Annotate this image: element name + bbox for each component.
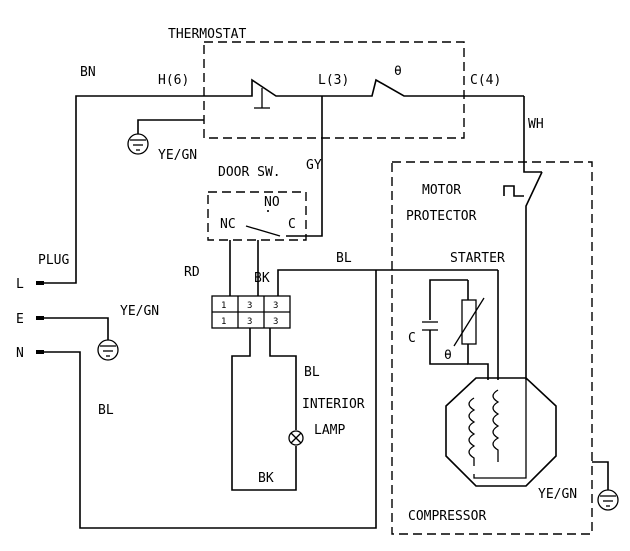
bk-top-label: BK — [254, 271, 270, 286]
starter-top-wire — [429, 279, 468, 320]
starter-bottom-wire — [467, 344, 489, 380]
nc-label: NC — [220, 217, 236, 232]
thermostat-label: THERMOSTAT — [168, 27, 246, 42]
plug-pin-l — [36, 281, 44, 285]
ptc-diagonal — [453, 297, 485, 347]
terminal-cell: 3 — [273, 301, 278, 311]
starter-theta-label: θ — [444, 348, 452, 363]
l3-label: L(3) — [318, 73, 349, 88]
plug-pin-e — [36, 316, 44, 320]
ptc-starter — [461, 299, 477, 345]
compressor-motor — [445, 377, 557, 487]
motor-protector-symbol — [503, 185, 524, 197]
no-label: NO — [264, 195, 280, 210]
compressor-label: COMPRESSOR — [408, 509, 486, 524]
door-switch-contact — [245, 225, 281, 237]
terminal-cell: 3 — [273, 317, 278, 327]
neutral-wire — [44, 270, 377, 529]
wh-label: WH — [528, 117, 544, 132]
capacitor-wire — [429, 330, 468, 365]
gy-label: GY — [306, 158, 322, 173]
ground-icon — [597, 489, 619, 511]
yegn-plug-label: YE/GN — [120, 304, 159, 319]
plug-label: PLUG — [38, 253, 69, 268]
motor-coil-1 — [468, 397, 476, 466]
terminal-cell: 3 — [247, 317, 252, 327]
starter-label: STARTER — [450, 251, 505, 266]
bl-lamp-label: BL — [304, 365, 320, 380]
gy-wire — [286, 96, 323, 237]
yegn-comp-label: YE/GN — [538, 487, 577, 502]
lamp-wire-left — [231, 328, 297, 491]
door-sw-label: DOOR SW. — [218, 165, 281, 180]
ground-icon — [97, 339, 119, 361]
compressor-box — [391, 161, 593, 535]
motor-protector-contact — [525, 171, 543, 224]
c4-label: C(4) — [470, 73, 501, 88]
bl-top-label: BL — [336, 251, 352, 266]
plug-pin-n — [36, 350, 44, 354]
ground-icon — [127, 133, 149, 155]
terminal-cell: 1 — [221, 317, 226, 327]
motor-label: MOTOR — [422, 183, 461, 198]
bk-bottom-label: BK — [258, 471, 274, 486]
door-switch-box — [207, 191, 307, 241]
thermostat-box — [203, 41, 465, 139]
plug-n-label: N — [16, 346, 24, 361]
interior-label: INTERIOR — [302, 397, 365, 412]
capacitor-label: C — [408, 331, 416, 346]
motor-coil-2 — [492, 389, 500, 462]
plug-e-label: E — [16, 312, 24, 327]
bn-wire — [44, 95, 248, 284]
bn-label: BN — [80, 65, 96, 80]
thermostat-switch-lc — [322, 78, 524, 97]
yegn-top-label: YE/GN — [158, 148, 197, 163]
thermostat-switch-hl — [248, 78, 322, 97]
terminal-cell: 3 — [247, 301, 252, 311]
earth-wire — [44, 317, 109, 340]
compressor-ground-wire — [592, 461, 609, 490]
plug-l-label: L — [16, 277, 24, 292]
terminal-cell: 1 — [221, 301, 226, 311]
lamp-icon — [288, 430, 304, 446]
bl-top-wire — [277, 269, 498, 296]
thermostat-theta-label: θ — [394, 64, 402, 79]
terminal-block: 1 3 3 1 3 3 — [211, 295, 291, 329]
rd-label: RD — [184, 265, 200, 280]
thermostat-ground-wire — [137, 119, 204, 134]
protector-label: PROTECTOR — [406, 209, 477, 224]
bl-left-label: BL — [98, 403, 114, 418]
lamp-wire-right — [269, 328, 297, 430]
wh-wire — [523, 96, 542, 173]
lamp-label: LAMP — [314, 423, 345, 438]
motor-common-wire — [473, 380, 527, 479]
h6-label: H(6) — [158, 73, 189, 88]
c-label: C — [288, 217, 296, 232]
